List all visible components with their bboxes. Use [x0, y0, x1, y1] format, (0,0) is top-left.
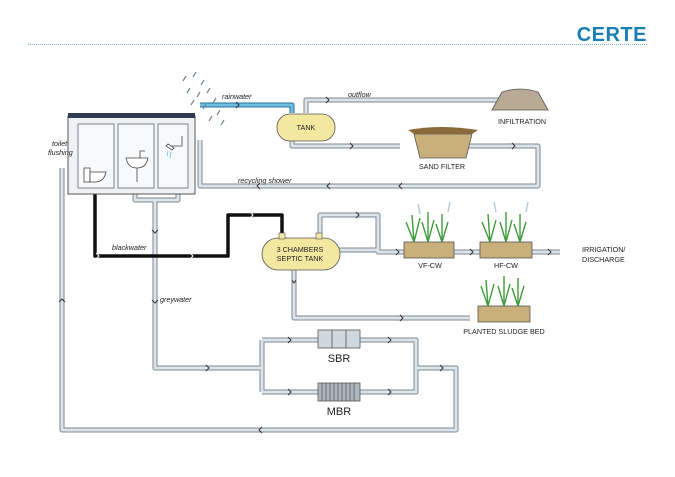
rainwater-label: rainwater	[222, 92, 252, 101]
vf-cw-bed: VF-CW	[403, 201, 455, 270]
toilet-flushing-label-1: toilet	[52, 139, 68, 148]
brand-logo: CERTE	[576, 24, 647, 46]
sand-filter: SAND FILTER	[408, 127, 478, 171]
outflow-label: outflow	[348, 90, 372, 99]
irrigation-label-2: DISCHARGE	[582, 255, 625, 264]
recycling-shower-label: recycling shower	[238, 176, 292, 185]
hf-cw-bed: HF-CW	[479, 201, 533, 270]
septic-tank: 3 CHAMBERS SEPTIC TANK	[261, 232, 341, 271]
pipe-network	[58, 96, 560, 434]
sink-icon	[125, 150, 149, 182]
septic-tank-label-1: 3 CHAMBERS	[277, 245, 324, 254]
greywater-label: greywater	[160, 295, 192, 304]
blackwater-label: blackwater	[112, 243, 147, 252]
sbr-label: SBR	[328, 353, 351, 365]
mbr-unit: MBR	[317, 382, 361, 418]
sludge-bed-label: PLANTED SLUDGE BED	[463, 327, 544, 336]
mbr-label: MBR	[327, 406, 352, 418]
infiltration-label: INFILTRATION	[498, 117, 546, 126]
toilet-icon	[83, 167, 107, 183]
sbr-unit: SBR	[317, 329, 361, 365]
vf-cw-label: VF-CW	[418, 261, 442, 270]
header-divider	[28, 44, 647, 45]
rainwater-tank: TANK	[276, 113, 336, 142]
hf-cw-label: HF-CW	[494, 261, 518, 270]
rain-icon	[182, 71, 225, 126]
septic-tank-label-2: SEPTIC TANK	[277, 254, 324, 263]
planted-sludge-bed: PLANTED SLUDGE BED	[463, 276, 545, 336]
sand-filter-label: SAND FILTER	[419, 162, 465, 171]
infiltration-pit: INFILTRATION	[491, 88, 549, 126]
shower-icon	[165, 136, 183, 159]
tank-label: TANK	[297, 123, 316, 132]
building	[67, 113, 196, 195]
irrigation-label-1: IRRIGATION/	[582, 245, 625, 254]
toilet-flushing-label-2: flushing	[48, 148, 73, 157]
